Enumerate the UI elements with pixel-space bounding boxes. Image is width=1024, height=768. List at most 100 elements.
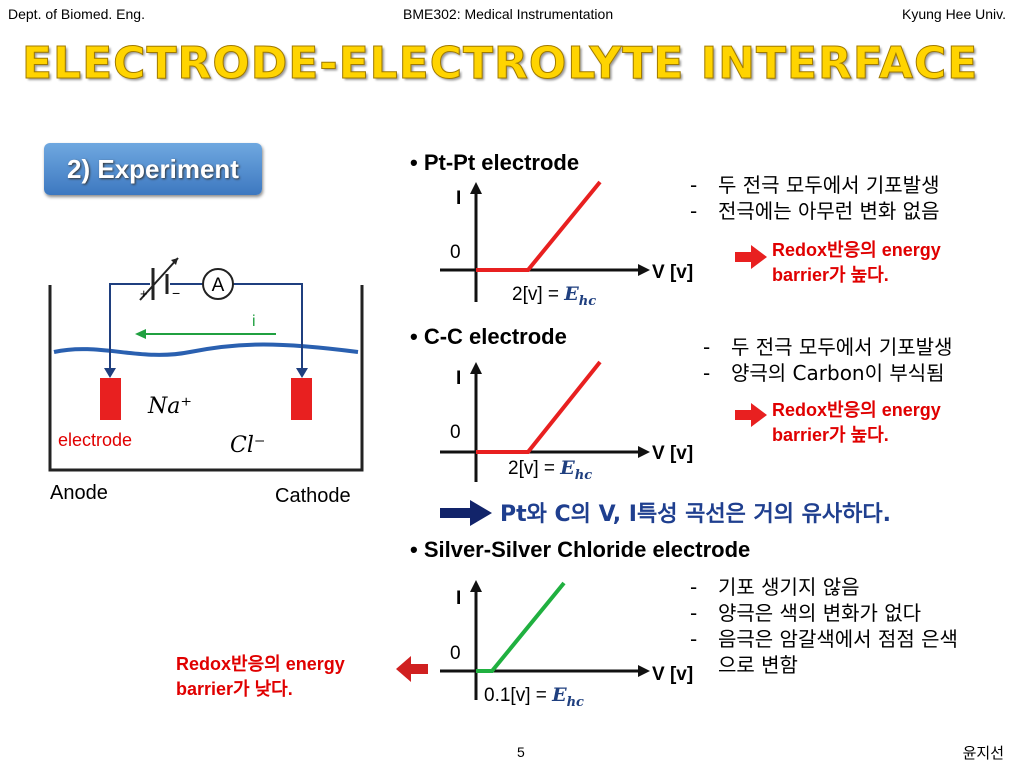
current-arrowhead <box>135 329 146 339</box>
redox-line: barrier가 높다. <box>772 425 889 445</box>
threshold-text: 0.1[v] = <box>484 685 553 706</box>
c-c-iv-graph <box>440 360 650 482</box>
ehc-sub: hc <box>578 293 597 309</box>
note-item: -두 전극 모두에서 기포발생 <box>690 173 940 197</box>
pt-pt-iv-graph <box>440 180 650 302</box>
ehc-symbol: Ehc <box>564 283 596 309</box>
note-item: 으로 변함 <box>690 652 958 678</box>
ag-agcl-zero: 0 <box>450 643 461 664</box>
navy-right-arrow-icon <box>440 500 492 526</box>
variable-arrow <box>139 257 179 301</box>
ehc-e: E <box>552 684 567 706</box>
c-c-notes: -두 전극 모두에서 기포발생 -양극의 Carbon이 부식됨 <box>703 334 952 386</box>
sodium-ion: Na⁺ <box>147 394 192 419</box>
cathode-label: Cathode <box>275 485 351 507</box>
c-c-redox-note: Redox반응의 energy barrier가 높다. <box>772 398 941 448</box>
electrolysis-diagram: + − A i electrode Na⁺ Cl⁻ <box>48 257 364 472</box>
ag-agcl-x-label: V [v] <box>652 664 694 685</box>
note-text: 으로 변함 <box>718 653 798 677</box>
c-c-x-label: V [v] <box>652 443 694 464</box>
c-c-threshold: 2[v] = Ehc <box>508 457 592 483</box>
left-wire-arrowhead <box>104 368 116 378</box>
ehc-sub: hc <box>566 694 584 710</box>
redox-line: Redox반응의 energy <box>772 240 941 260</box>
ehc-symbol: Ehc <box>560 457 592 483</box>
current-label: i <box>252 313 256 330</box>
redox-line: Redox반응의 energy <box>176 654 345 674</box>
right-wire <box>233 283 303 370</box>
cathode-electrode <box>291 378 312 420</box>
left-arrow-icon <box>396 656 428 682</box>
ehc-symbol: Ehc <box>552 684 584 710</box>
c-c-y-label: I <box>456 368 462 389</box>
anode-electrode <box>100 378 121 420</box>
ehc-e: E <box>560 457 575 479</box>
redox-line: barrier가 낮다. <box>176 679 293 699</box>
chloride-ion: Cl⁻ <box>230 433 265 458</box>
right-wire-arrowhead <box>296 368 308 378</box>
ag-agcl-redox-note: Redox반응의 energy barrier가 낮다. <box>176 652 345 702</box>
note-item: -양극은 색의 변화가 없다 <box>690 601 922 625</box>
variable-arrowhead <box>171 258 178 265</box>
pt-pt-x-label: V [v] <box>652 262 694 283</box>
ag-agcl-notes: -기포 생기지 않음 -양극은 색의 변화가 없다 -음극은 암갈색에서 점점 … <box>690 574 958 678</box>
c-c-zero: 0 <box>450 422 461 443</box>
right-arrow-icon <box>735 403 767 427</box>
ehc-e: E <box>564 283 579 305</box>
ag-agcl-threshold: 0.1[v] = Ehc <box>484 684 584 710</box>
threshold-text: 2[v] = <box>508 458 561 479</box>
redox-line: barrier가 높다. <box>772 265 889 285</box>
experiment-label-box: 2) Experiment <box>44 143 262 195</box>
iv-curve <box>476 360 602 454</box>
right-arrow-icon <box>735 245 767 269</box>
header-course: BME302: Medical Instrumentation <box>403 6 614 22</box>
conclusion-text: Pt와 C의 V, I특성 곡선은 거의 유사하다. <box>500 502 891 527</box>
ag-agcl-y-label: I <box>456 588 462 609</box>
note-text: 음극은 암갈색에서 점점 은색 <box>718 627 958 651</box>
y-axis-arrowhead <box>470 182 482 194</box>
note-text: 양극의 Carbon이 부식됨 <box>731 361 945 385</box>
pt-pt-zero: 0 <box>450 242 461 263</box>
ammeter <box>202 268 234 300</box>
note-item: -양극의 Carbon이 부식됨 <box>703 361 945 385</box>
anode-label: Anode <box>50 482 108 504</box>
x-axis-arrowhead <box>638 665 650 677</box>
note-text: 양극은 색의 변화가 없다 <box>718 601 922 625</box>
note-item: -기포 생기지 않음 <box>690 575 860 599</box>
y-axis-arrowhead <box>470 580 482 592</box>
note-text: 기포 생기지 않음 <box>718 575 860 599</box>
redox-line: Redox반응의 energy <box>772 400 941 420</box>
iv-curve <box>476 180 602 272</box>
slide-title: Electrode-Electrolyte Interface <box>21 38 979 90</box>
pt-pt-notes: -두 전극 모두에서 기포발생 -전극에는 아무런 변화 없음 <box>690 172 939 224</box>
ag-agcl-heading: • Silver-Silver Chloride electrode <box>410 537 751 562</box>
pt-pt-y-label: I <box>456 188 462 209</box>
header-department: Dept. of Biomed. Eng. <box>8 6 145 22</box>
x-axis-arrowhead <box>638 446 650 458</box>
author-name: 윤지선 <box>962 744 1004 762</box>
electrolyte-surface <box>53 342 359 357</box>
note-item: -두 전극 모두에서 기포발생 <box>703 335 953 359</box>
note-item: -전극에는 아무런 변화 없음 <box>690 199 940 223</box>
note-text: 두 전극 모두에서 기포발생 <box>731 335 953 359</box>
pt-pt-heading: • Pt-Pt electrode <box>410 150 580 175</box>
pt-pt-threshold: 2[v] = Ehc <box>512 283 596 309</box>
c-c-heading: • C-C electrode <box>410 324 567 349</box>
beaker <box>48 285 364 472</box>
page-number: 5 <box>517 744 525 760</box>
y-axis-arrowhead <box>470 362 482 374</box>
pt-pt-redox-note: Redox반응의 energy barrier가 높다. <box>772 238 941 288</box>
header-university: Kyung Hee Univ. <box>901 6 1006 22</box>
ammeter-label: A <box>212 275 225 296</box>
left-wire <box>109 283 150 370</box>
minus-sign: − <box>172 285 180 301</box>
ag-agcl-iv-graph <box>440 580 650 700</box>
plus-sign: + <box>140 286 148 301</box>
note-text: 전극에는 아무런 변화 없음 <box>718 199 940 223</box>
iv-curve <box>476 581 566 673</box>
ehc-sub: hc <box>574 467 593 483</box>
x-axis-arrowhead <box>638 264 650 276</box>
electrode-label: electrode <box>58 430 132 450</box>
threshold-text: 2[v] = <box>512 284 565 305</box>
note-item: -음극은 암갈색에서 점점 은색 <box>690 627 958 651</box>
